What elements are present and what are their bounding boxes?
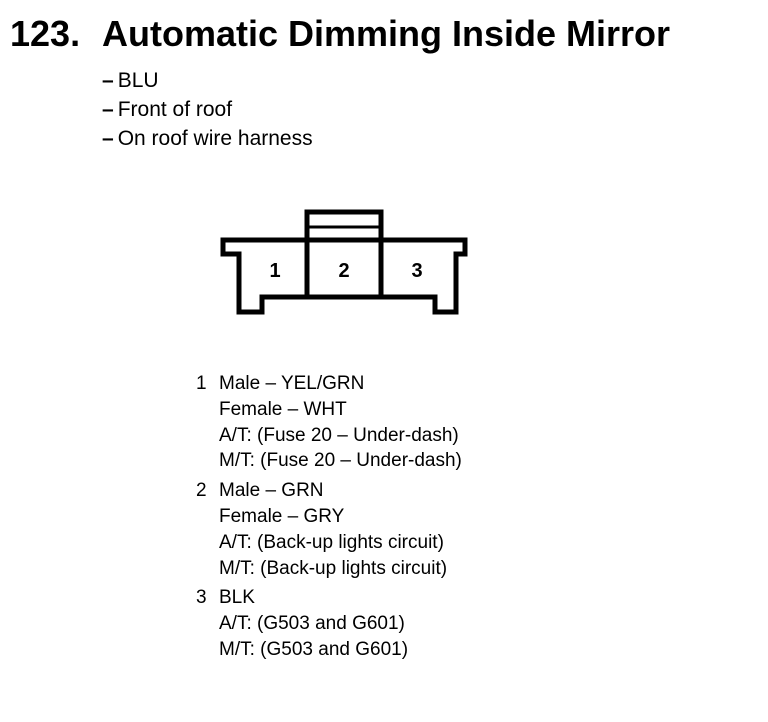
pin-number: 1 bbox=[196, 373, 207, 394]
page-title: 123. Automatic Dimming Inside Mirror bbox=[10, 12, 670, 56]
pin-entry-3: 3 BLK A/T: (G503 and G601) M/T: (G503 an… bbox=[196, 585, 462, 662]
connector-details: –BLU –Front of roof –On roof wire harnes… bbox=[102, 66, 313, 153]
pin-number: 3 bbox=[196, 587, 207, 609]
section-number: 123. bbox=[10, 13, 81, 54]
pin-number: 2 bbox=[196, 480, 207, 502]
cavity-label-1: 1 bbox=[269, 260, 280, 282]
detail-harness: –On roof wire harness bbox=[102, 127, 313, 150]
connector-diagram: 1 2 3 bbox=[220, 209, 468, 315]
pin-list: 1 Male – YEL/GRN Female – WHT A/T: (Fuse… bbox=[196, 371, 462, 667]
pin-entry-1: 1 Male – YEL/GRN Female – WHT A/T: (Fuse… bbox=[196, 371, 462, 474]
pin-entry-2: 2 Male – GRN Female – GRY A/T: (Back-up … bbox=[196, 478, 462, 581]
section-title: Automatic Dimming Inside Mirror bbox=[102, 13, 671, 54]
cavity-label-3: 3 bbox=[411, 260, 422, 282]
detail-color: –BLU bbox=[102, 69, 159, 92]
detail-location: –Front of roof bbox=[102, 98, 233, 121]
cavity-label-2: 2 bbox=[338, 260, 349, 282]
connector-outline bbox=[220, 237, 468, 315]
